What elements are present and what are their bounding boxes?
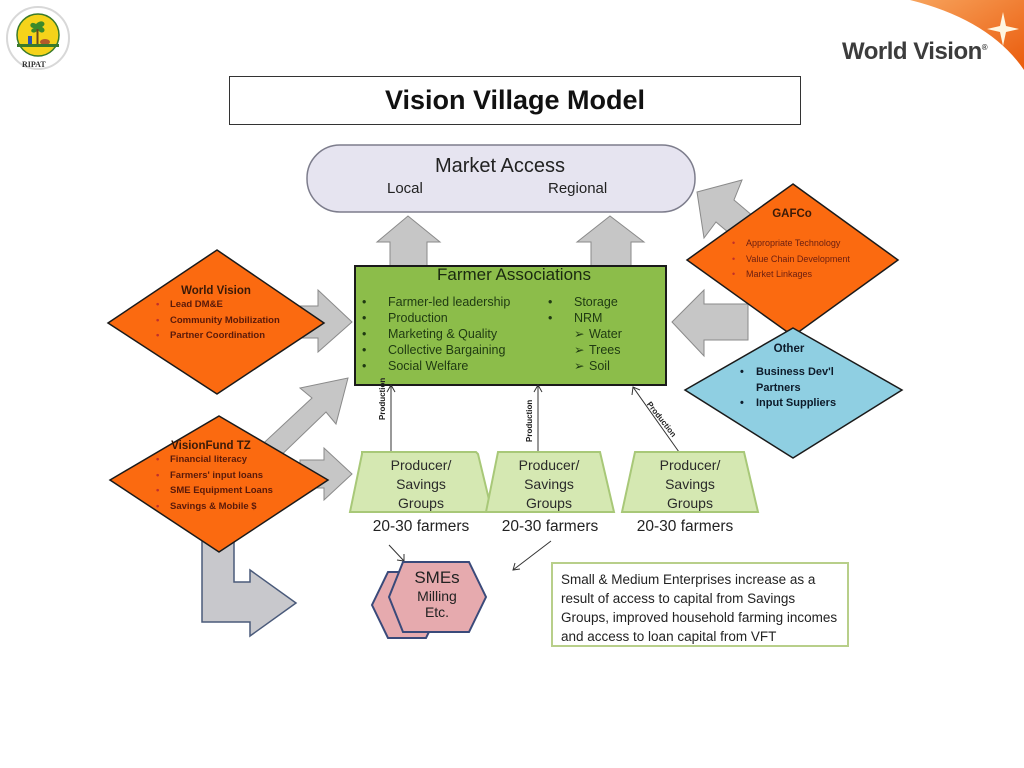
fa-item-storage: •Storage xyxy=(548,295,618,309)
world-vision-diamond xyxy=(106,249,326,395)
visionfund-diamond xyxy=(108,415,330,553)
sme-hexagon-front xyxy=(387,561,488,633)
other-diamond xyxy=(683,327,904,459)
savings-group-shape-3 xyxy=(620,451,760,513)
world-vision-partner: World Vision •Lead DM&E •Community Mobil… xyxy=(156,285,296,344)
world-vision-logo-text: World Vision xyxy=(842,38,982,65)
smes-title: SMEs xyxy=(414,568,460,587)
registered-mark: ® xyxy=(981,43,988,52)
fa-item: •Production xyxy=(362,311,448,325)
fa-subitem-water: ➢Water xyxy=(574,327,622,341)
market-access-title: Market Access xyxy=(434,155,566,177)
page-title: Vision Village Model xyxy=(384,85,646,115)
up-arrow-local xyxy=(375,215,442,267)
smes-label: SMEs Milling Etc. xyxy=(402,568,472,620)
production-link-2 xyxy=(533,383,543,452)
gafco-partner-title: GAFCo xyxy=(772,208,812,220)
gafco-partner: GAFCo •Appropriate Technology •Value Cha… xyxy=(732,208,882,283)
market-access-local: Local xyxy=(387,180,423,197)
partner-item: •Business Dev'l xyxy=(740,366,834,378)
arrow-group2-to-smes xyxy=(512,540,552,571)
ripat-logo-label: RIPAT xyxy=(22,60,46,69)
production-link-1 xyxy=(386,383,396,452)
savings-group-shape-2 xyxy=(484,451,616,513)
partner-item: •SME Equipment Loans xyxy=(156,485,273,496)
fa-item: •Collective Bargaining xyxy=(362,343,506,357)
market-access-regional: Regional xyxy=(548,180,608,197)
world-vision-partner-title: World Vision xyxy=(181,285,251,297)
up-arrow-regional xyxy=(575,215,646,267)
production-label-1: Production xyxy=(378,377,387,420)
production-label-2: Production xyxy=(525,399,534,442)
world-vision-swoosh xyxy=(910,0,1024,70)
title-box: Vision Village Model xyxy=(229,76,801,125)
partner-item: •Value Chain Development xyxy=(732,253,850,264)
partner-item: •Partner Coordination xyxy=(156,330,266,341)
partner-item: •Farmers' input loans xyxy=(156,469,264,481)
other-partner: Other •Business Dev'l Partners •Input Su… xyxy=(740,343,870,412)
smes-line1: Milling xyxy=(417,588,457,604)
world-vision-logo: World Vision® xyxy=(842,38,988,66)
group-size-1: 20-30 farmers xyxy=(372,518,470,535)
visionfund-partner: VisionFund TZ •Financial literacy •Farme… xyxy=(156,440,296,514)
ripat-logo xyxy=(6,6,70,70)
arrow-other-to-fa xyxy=(671,288,749,358)
other-partner-title: Other xyxy=(773,343,805,355)
partner-item: •Market Linkages xyxy=(732,269,813,279)
smes-line2: Etc. xyxy=(424,604,450,620)
partner-item: •Savings & Mobile $ xyxy=(156,500,257,512)
arrow-visionfund-to-smes xyxy=(201,539,298,638)
farmer-associations-right-list: •Storage •NRM ➢Water ➢Trees ➢Soil xyxy=(548,294,622,374)
sme-note: Small & Medium Enterprises increase as a… xyxy=(551,562,849,647)
fa-item-nrm: •NRM xyxy=(548,311,603,325)
arrow-group1-to-smes xyxy=(388,544,405,562)
fa-subitem-soil: ➢Soil xyxy=(574,359,610,373)
fa-subitem-trees: ➢Trees xyxy=(574,343,621,357)
farmer-associations-title: Farmer Associations xyxy=(437,265,591,284)
farmer-associations-left-list: •Farmer-led leadership •Production •Mark… xyxy=(362,294,510,374)
partner-item: •Community Mobilization xyxy=(156,314,280,326)
group-size-2: 20-30 farmers xyxy=(501,518,599,535)
market-access-oval xyxy=(306,144,696,213)
group-size-3: 20-30 farmers xyxy=(636,518,734,535)
partner-item: •Financial literacy xyxy=(156,454,248,465)
production-link-3 xyxy=(631,386,680,453)
fa-item: •Farmer-led leadership xyxy=(362,295,511,309)
partner-item: •Appropriate Technology xyxy=(732,238,841,248)
partner-item: •Input Suppliers xyxy=(740,397,837,409)
world-vision-star-icon xyxy=(987,12,1019,46)
fa-item: •Social Welfare xyxy=(362,359,469,373)
partner-item-continued: Partners xyxy=(756,381,801,394)
partner-item: •Lead DM&E xyxy=(156,299,223,310)
fa-item: •Marketing & Quality xyxy=(362,327,498,341)
farmer-associations-box xyxy=(354,265,667,386)
visionfund-partner-title: VisionFund TZ xyxy=(171,440,251,452)
